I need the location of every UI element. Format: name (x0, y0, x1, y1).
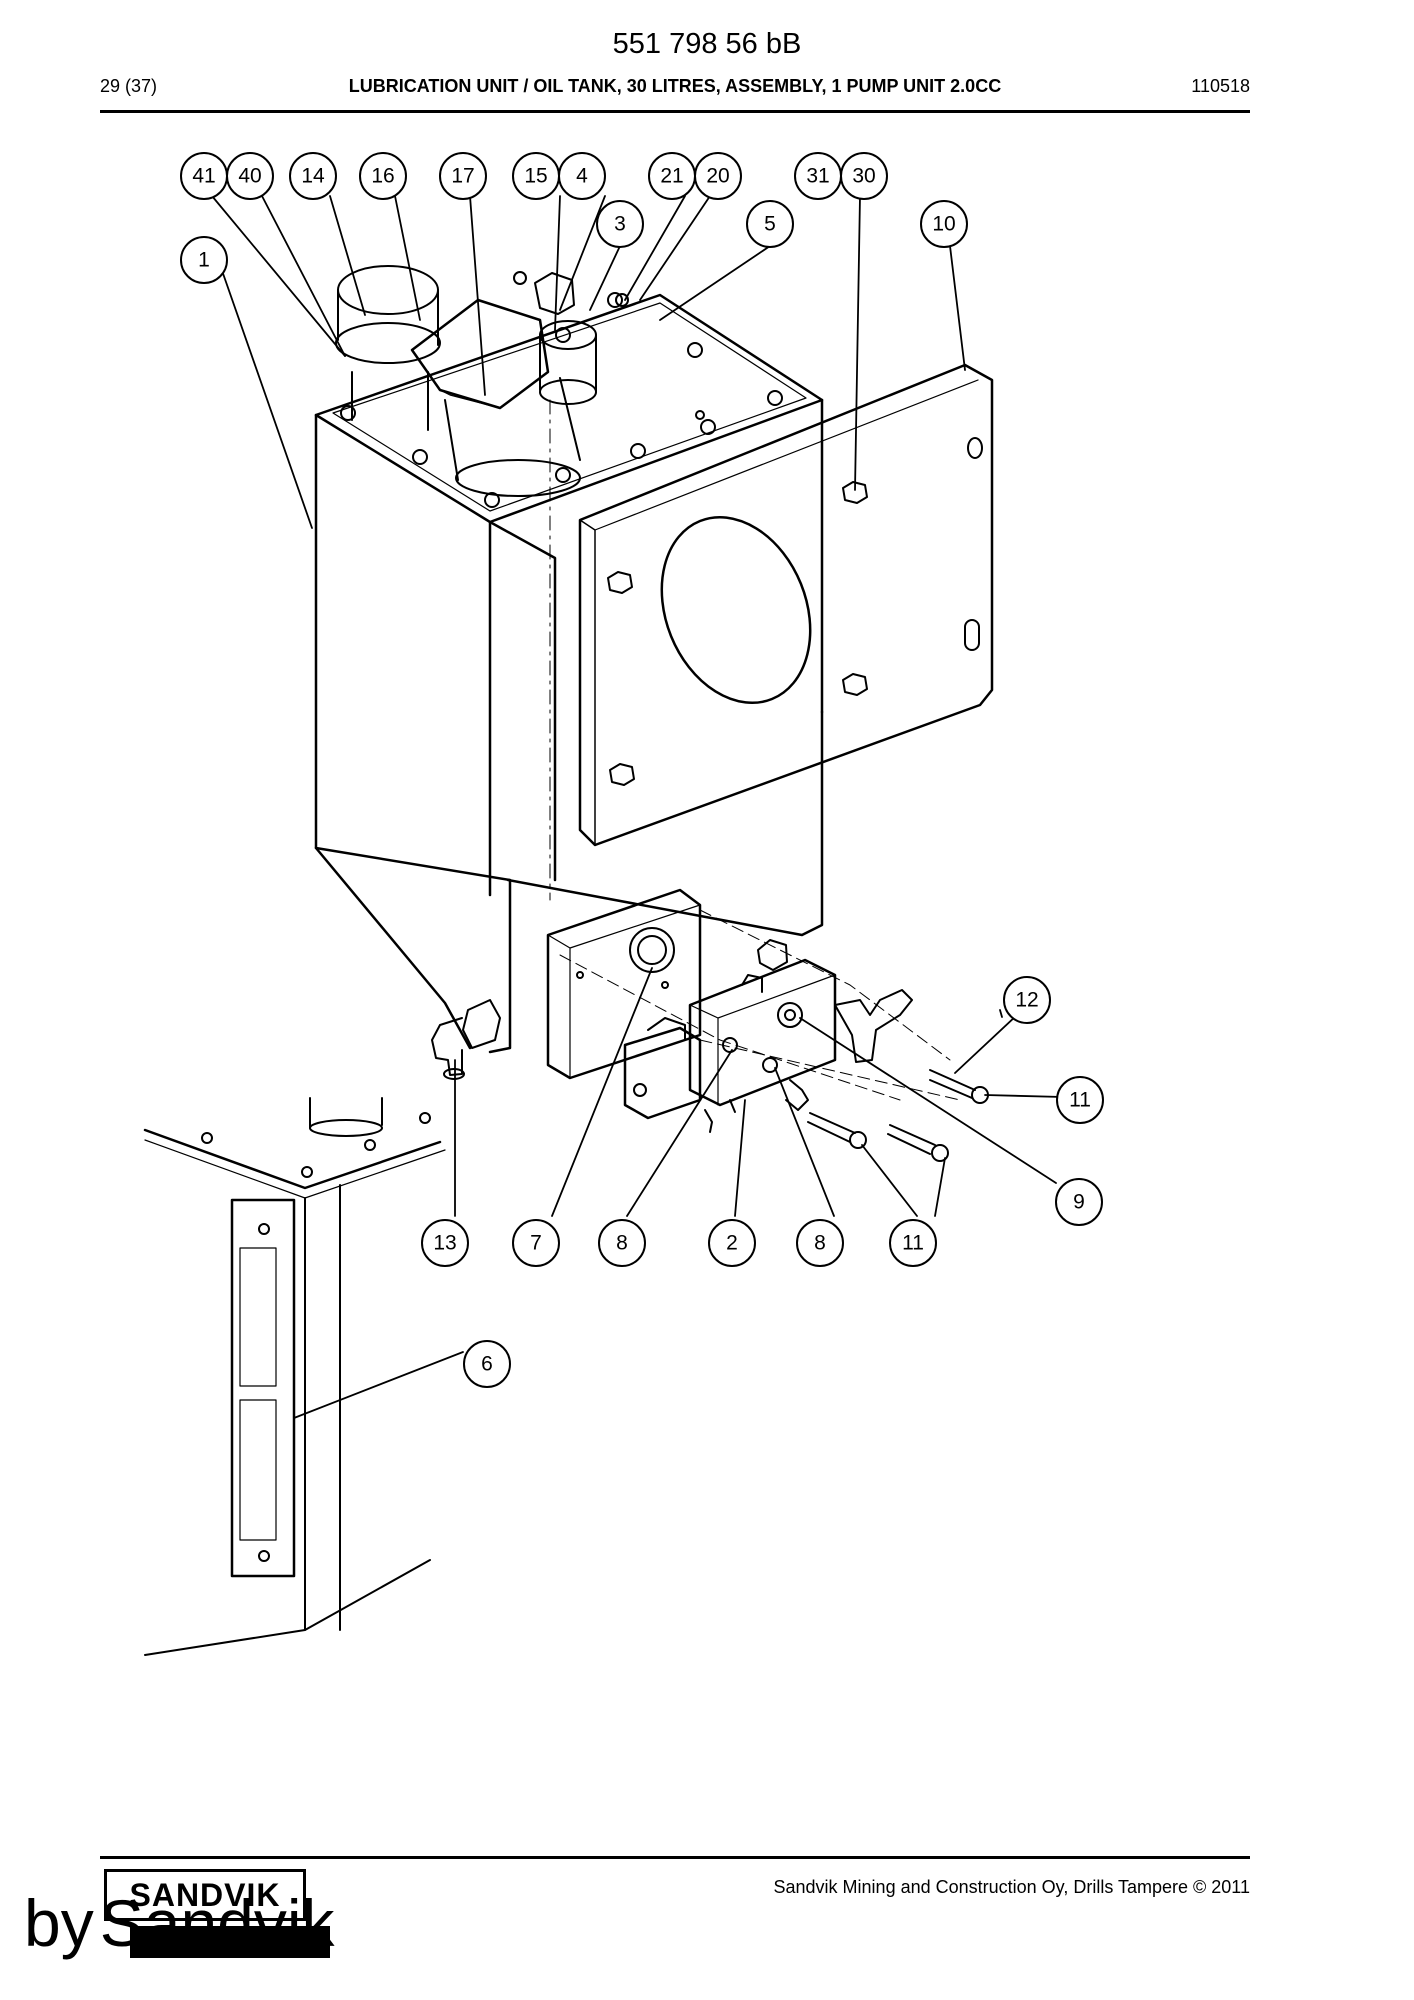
callout-label: 12 (1015, 989, 1038, 1012)
screws (807, 1069, 989, 1162)
callout-7 (512, 1219, 560, 1267)
callout-label: 31 (806, 165, 829, 188)
callout-17 (439, 152, 487, 200)
callout-label: 40 (238, 165, 261, 188)
callout-label: 8 (616, 1232, 628, 1255)
callout-label: 10 (932, 213, 955, 236)
callout-label: 17 (451, 165, 474, 188)
cabinet (143, 1097, 446, 1656)
callout-label: 7 (530, 1232, 542, 1255)
callout-4 (558, 152, 606, 200)
callout-5 (746, 200, 794, 248)
callout-label: 21 (660, 165, 683, 188)
elbow-fitting (431, 999, 501, 1080)
watermark-prefix: by (24, 1886, 94, 1960)
callout-label: 9 (1073, 1191, 1085, 1214)
callout-label: 14 (301, 165, 325, 188)
callout-label: 6 (481, 1353, 493, 1376)
callout-label: 16 (371, 165, 394, 188)
header-row: 29 (37) LUBRICATION UNIT / OIL TANK, 30 … (100, 76, 1250, 100)
callout-label: 11 (902, 1232, 924, 1255)
callout-13 (421, 1219, 469, 1267)
callout-label: 30 (852, 165, 875, 188)
footer-company: Sandvik Mining and Construction Oy, Dril… (773, 1877, 1250, 1897)
callout-label: 11 (1069, 1089, 1091, 1112)
callout-label: 13 (433, 1232, 456, 1255)
footer-rule (100, 1856, 1250, 1859)
oil-tank (314, 292, 824, 1054)
callout-label: 3 (614, 213, 626, 236)
document-number: 551 798 56 bB (612, 28, 802, 60)
callout-8b (796, 1219, 844, 1267)
callout-11b (889, 1219, 937, 1267)
callout-bubbles (180, 152, 1104, 1388)
callout-16 (359, 152, 407, 200)
callout-label: 15 (524, 165, 547, 188)
callout-14 (289, 152, 337, 200)
header-rule (100, 110, 1250, 113)
callout-9 (1055, 1178, 1103, 1226)
filler-assemblies (335, 265, 629, 901)
callout-label: 20 (706, 165, 729, 188)
mounting-plate (578, 363, 994, 847)
callout-8a (598, 1219, 646, 1267)
callout-label: 8 (814, 1232, 826, 1255)
callout-label: 5 (764, 213, 776, 236)
callout-20 (694, 152, 742, 200)
callout-1 (180, 236, 228, 284)
sheet-title: LUBRICATION UNIT / OIL TANK, 30 LITRES, … (348, 76, 1002, 96)
callout-40 (226, 152, 274, 200)
callout-12 (1003, 976, 1051, 1024)
sandvik-logo: SANDVIK (104, 1869, 306, 1921)
date-code: 110518 (1191, 76, 1250, 96)
valve-block (546, 888, 961, 1133)
callout-label: 41 (192, 165, 215, 188)
callout-label: 1 (198, 249, 210, 272)
redaction-bar (130, 1926, 330, 1958)
callout-numbers: 41 40 14 16 17 15 4 3 21 20 5 31 30 10 1… (192, 165, 1091, 1376)
callout-3 (596, 200, 644, 248)
page-number: 29 (37) (100, 76, 158, 96)
callout-2 (708, 1219, 756, 1267)
watermark: bySandvik (24, 1890, 335, 1958)
callout-label: 2 (726, 1232, 738, 1255)
leader-lines (211, 195, 1064, 1419)
callout-11a (1056, 1076, 1104, 1124)
callout-label: 4 (576, 165, 588, 188)
callout-30 (840, 152, 888, 200)
callout-10 (920, 200, 968, 248)
callout-6 (463, 1340, 511, 1388)
